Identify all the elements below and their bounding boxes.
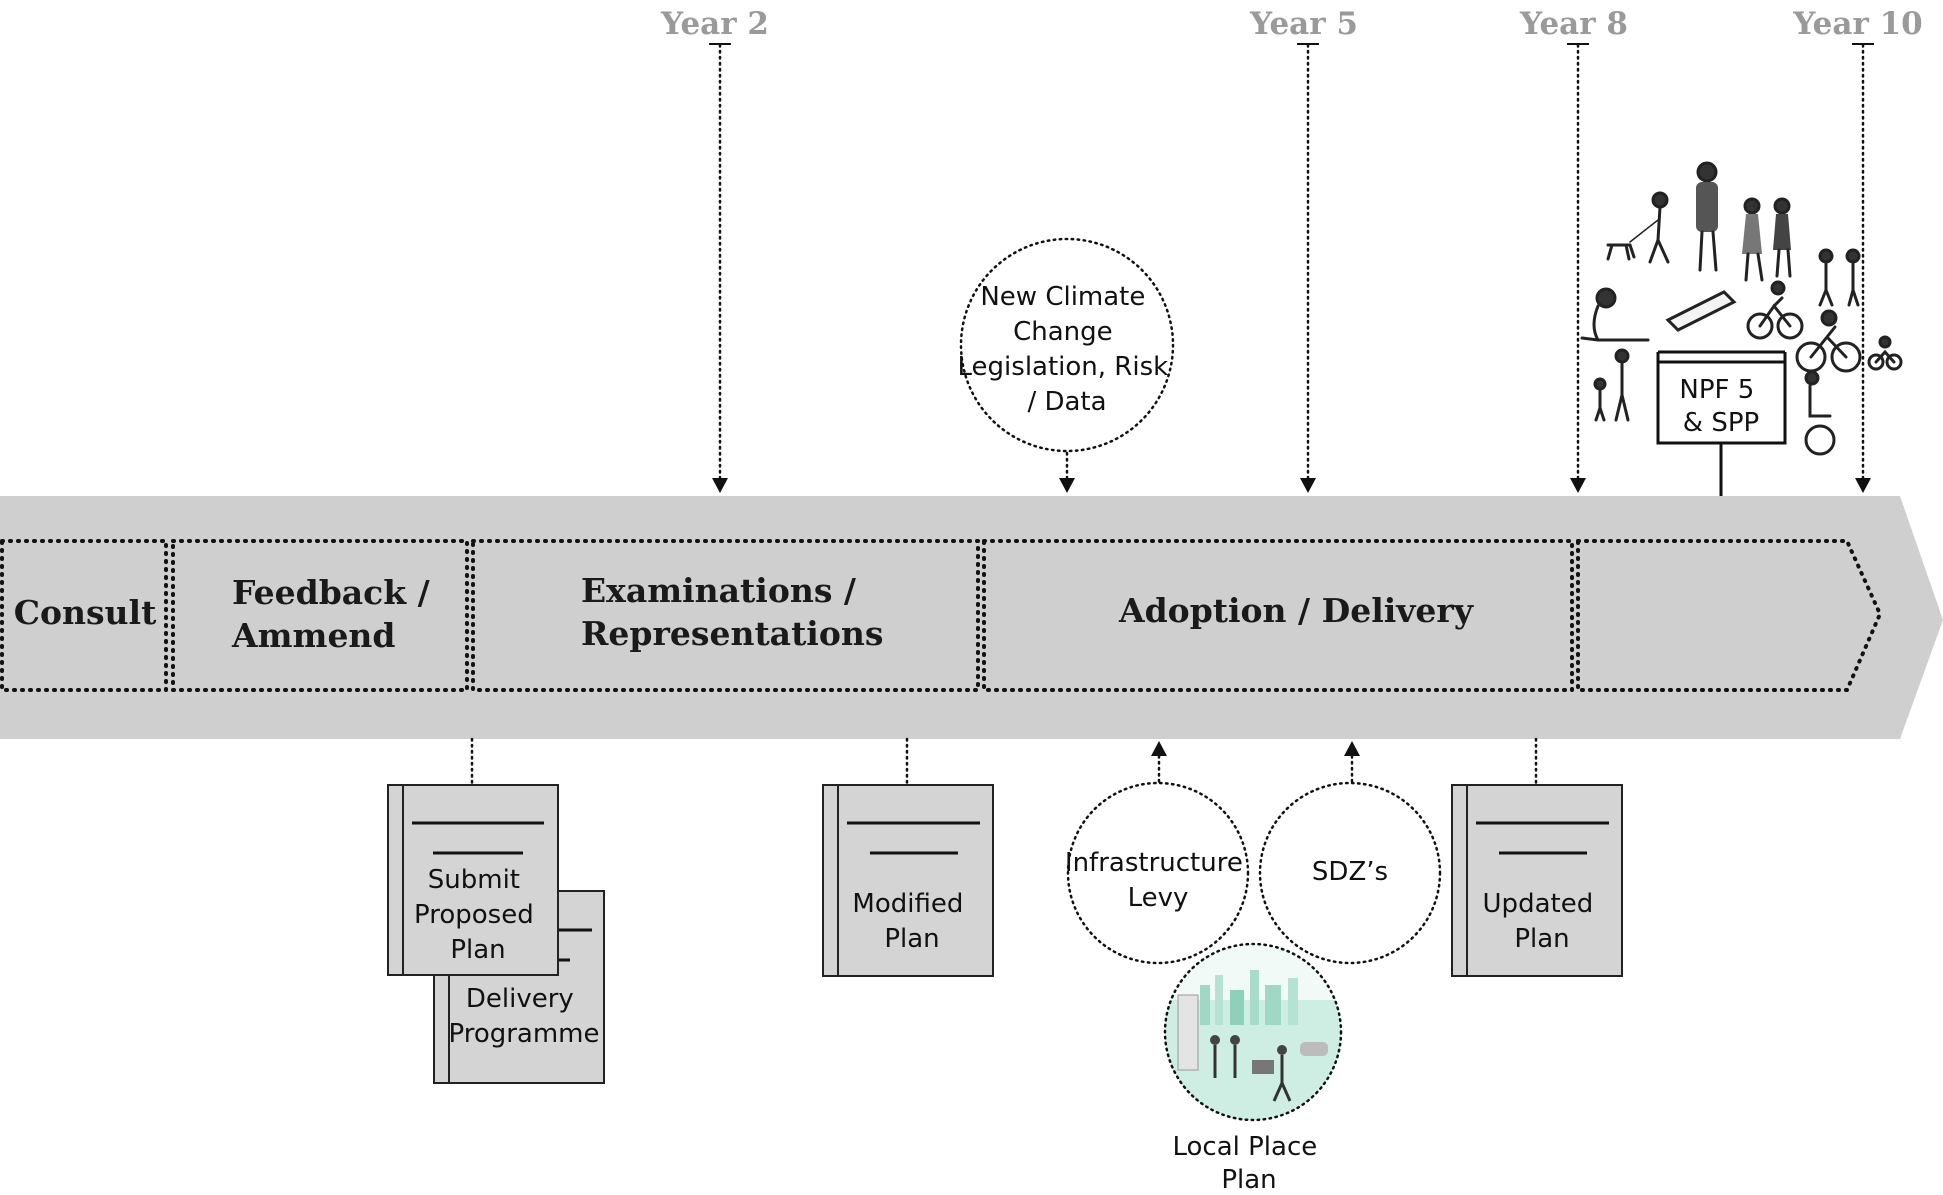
stage-label-feedback: Feedback / Ammend: [231, 573, 441, 655]
year-marker-10: Year 10: [1792, 6, 1923, 493]
local-place-plan-label: Local Place Plan: [1172, 1132, 1325, 1195]
updated-label-line: Updated: [1483, 889, 1594, 919]
updated-label-line: Plan: [1514, 924, 1569, 954]
npf-label-line: & SPP: [1683, 408, 1759, 438]
npf-label: NPF 5 & SPP: [1679, 375, 1762, 438]
submit-label-line: Submit: [428, 865, 520, 895]
timeline-band: [0, 496, 1943, 739]
delivery-label-line: Programme: [448, 1019, 599, 1049]
stage-label-examinations-line: Examinations /: [581, 571, 857, 610]
updated-label: Updated Plan: [1483, 889, 1602, 954]
stage-label-feedback-line: Ammend: [231, 616, 396, 655]
sdz-label: SDZ’s: [1312, 857, 1388, 887]
year-label: Year 2: [660, 6, 769, 42]
local-place-plan-label-line: Local Place: [1172, 1132, 1317, 1162]
stage-label-examinations-line: Representations: [581, 614, 883, 653]
year-marker-2: Year 2: [660, 6, 769, 493]
updated-plan-document: Updated Plan: [1451, 737, 1623, 977]
npf-label-line: NPF 5: [1679, 375, 1754, 405]
climate-label-line: / Data: [1027, 387, 1106, 417]
stage-box-adoption: [982, 539, 1574, 692]
year-marker-5: Year 5: [1249, 6, 1358, 493]
climate-label: New Climate Change Legislation, Risk / D…: [958, 282, 1177, 417]
stage-boxes: [0, 539, 1883, 692]
year-label: Year 8: [1519, 6, 1628, 42]
climate-input: New Climate Change Legislation, Risk / D…: [958, 237, 1177, 493]
climate-label-line: Legislation, Risk: [958, 352, 1169, 382]
stage-box-examinations: [471, 539, 980, 692]
stage-box-consult: [0, 539, 168, 692]
local-place-plan-input: Local Place Plan: [1163, 942, 1343, 1195]
infrastructure-levy-input: Infrastructure Levy: [1065, 741, 1251, 965]
local-place-plan-label-line: Plan: [1221, 1165, 1276, 1195]
year-label: Year 10: [1792, 6, 1923, 42]
stage-label-examinations: Examinations / Representations: [581, 571, 883, 653]
infrastructure-levy-label-line: Infrastructure: [1065, 848, 1243, 878]
delivery-label: Delivery Programme: [448, 984, 599, 1049]
stage-label-consult: Consult: [14, 593, 157, 632]
cityscape-street-illustration: [1165, 944, 1341, 1120]
stage-label-adoption: Adoption / Delivery: [1118, 591, 1474, 630]
stage-box-final: [1576, 539, 1883, 692]
submit-proposed-plan-document: Submit Proposed Plan: [387, 737, 559, 976]
modified-label-line: Plan: [884, 924, 939, 954]
modified-label: Modified Plan: [852, 889, 971, 954]
year-label: Year 5: [1249, 6, 1358, 42]
stage-label-feedback-line: Feedback /: [232, 573, 431, 612]
infrastructure-levy-label-line: Levy: [1128, 883, 1189, 913]
modified-label-line: Modified: [852, 889, 963, 919]
delivery-label-line: Delivery: [466, 984, 574, 1014]
submit-label-line: Proposed: [414, 900, 534, 930]
modified-plan-document: Modified Plan: [822, 737, 994, 977]
climate-label-line: New Climate: [980, 282, 1145, 312]
submit-label-line: Plan: [450, 935, 505, 965]
people-walking-cycling-illustration: [1580, 161, 1903, 456]
npf-sign: NPF 5 & SPP: [1656, 350, 1787, 496]
climate-label-line: Change: [1013, 317, 1113, 347]
infrastructure-levy-label: Infrastructure Levy: [1065, 848, 1251, 913]
submit-label: Submit Proposed Plan: [414, 865, 542, 965]
year-marker-8: Year 8: [1519, 6, 1628, 493]
sdz-input: SDZ’s: [1258, 741, 1442, 965]
stage-box-feedback: [171, 539, 469, 692]
